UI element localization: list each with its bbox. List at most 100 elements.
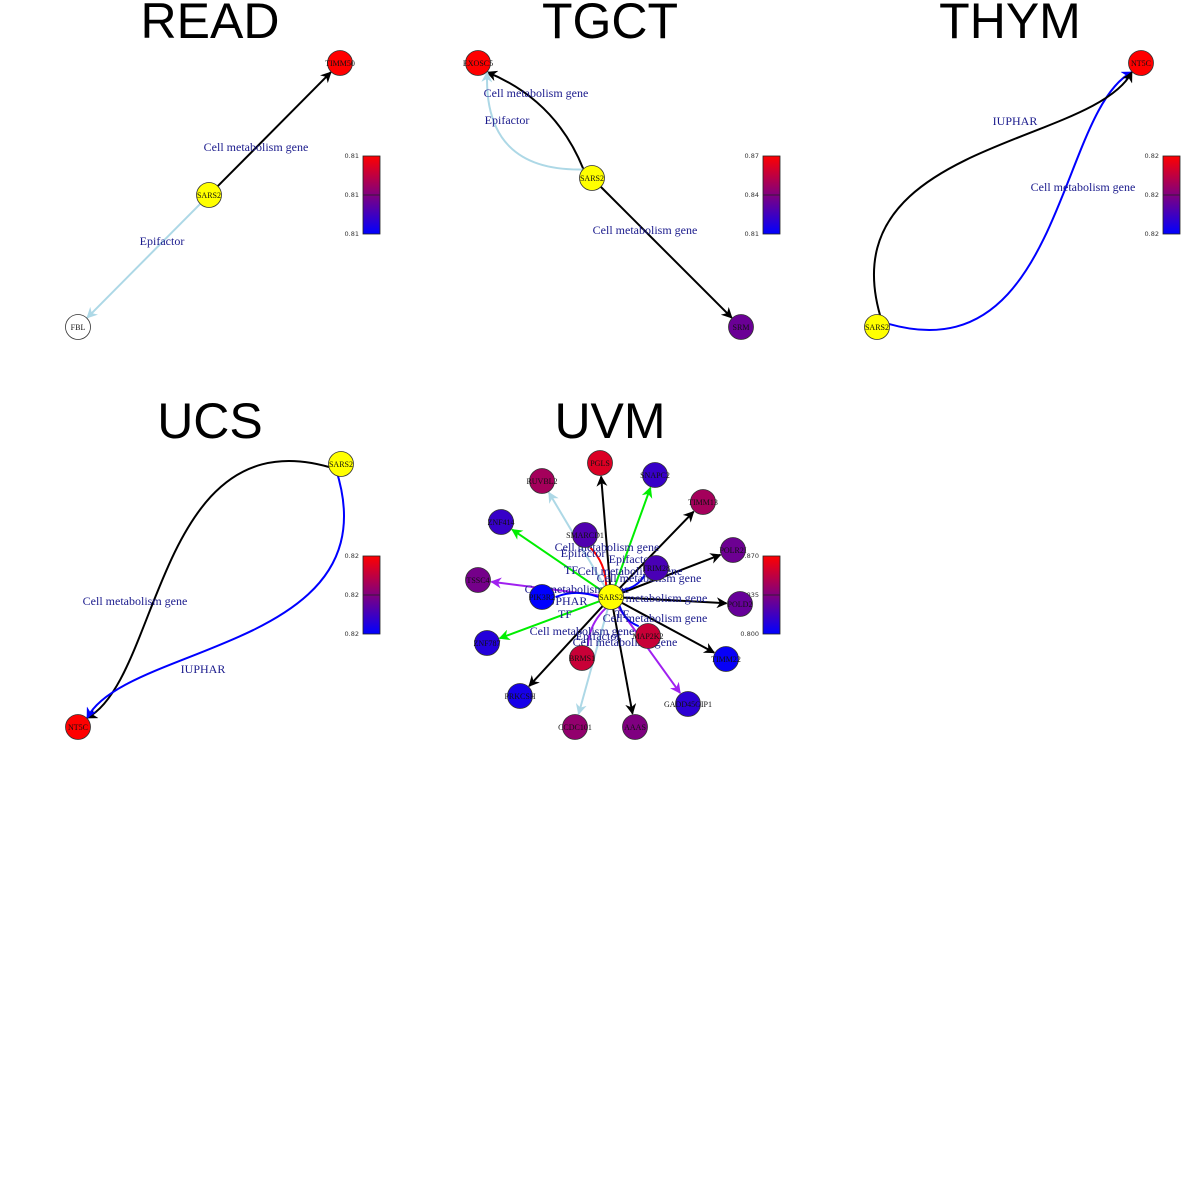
colorbar-tick-label: 0.81 <box>345 230 359 238</box>
edges <box>86 460 345 719</box>
edge-cell-metabolism-gene[interactable] <box>216 71 332 188</box>
node-circle[interactable] <box>713 646 739 672</box>
node-exosc5[interactable]: EXOSC5 <box>463 50 493 76</box>
edge-tf[interactable] <box>614 486 653 586</box>
node-circle[interactable] <box>572 522 598 548</box>
node-timm13[interactable]: TIMM13 <box>688 489 718 515</box>
node-label: SARS2 <box>197 191 221 200</box>
node-circle[interactable] <box>728 314 754 340</box>
node-circle[interactable] <box>598 584 624 610</box>
edge-iuphar[interactable] <box>618 605 640 628</box>
edge-cell-metabolism-gene[interactable] <box>623 596 728 609</box>
node-circle[interactable] <box>465 50 491 76</box>
node-snapc2[interactable]: SNAPC2 <box>640 462 670 488</box>
node-ccdc101[interactable]: CCDC101 <box>558 714 592 740</box>
edge-cell-metabolism-gene[interactable] <box>621 602 716 654</box>
edge-iuphar[interactable] <box>86 468 345 719</box>
node-circle[interactable] <box>720 537 746 563</box>
node-circle[interactable] <box>507 683 533 709</box>
node-znf787[interactable]: ZNF787 <box>473 630 501 656</box>
node-circle[interactable] <box>1128 50 1154 76</box>
edge-cell-metabolism-gene[interactable] <box>528 605 604 687</box>
node-circle[interactable] <box>196 182 222 208</box>
node-label: ZNF414 <box>487 518 514 527</box>
node-circle[interactable] <box>579 165 605 191</box>
panel-title: TGCT <box>542 0 678 49</box>
edge-kinase[interactable] <box>586 607 607 646</box>
node-circle[interactable] <box>864 314 890 340</box>
edge-cell-metabolism-gene[interactable] <box>596 475 611 585</box>
node-map2k2[interactable]: MAP2K2 <box>632 623 664 649</box>
node-circle[interactable] <box>675 691 701 717</box>
node-pik3r2[interactable]: PIK3R2 <box>529 584 555 610</box>
node-timm50[interactable]: TIMM50 <box>325 50 355 76</box>
edge-other[interactable] <box>589 546 608 586</box>
node-circle[interactable] <box>562 714 588 740</box>
node-sars2[interactable]: SARS2 <box>598 584 624 610</box>
node-circle[interactable] <box>587 450 613 476</box>
node-circle[interactable] <box>488 509 514 535</box>
node-srm[interactable]: SRM <box>728 314 754 340</box>
node-circle[interactable] <box>727 591 753 617</box>
edge-cell-metabolism-gene[interactable] <box>873 71 1133 323</box>
node-label: AAAS <box>624 723 646 732</box>
node-prkcsh[interactable]: PRKCSH <box>504 683 536 709</box>
edge-epifactor[interactable] <box>481 71 584 171</box>
edge-cell-metabolism-gene[interactable] <box>86 460 337 719</box>
edge-cell-metabolism-gene[interactable] <box>486 70 585 170</box>
node-sars2[interactable]: SARS2 <box>579 165 605 191</box>
edges <box>86 71 332 319</box>
node-znf414[interactable]: ZNF414 <box>487 509 515 535</box>
node-nt5c[interactable]: NT5C <box>1128 50 1154 76</box>
node-fbl[interactable]: FBL <box>65 314 91 340</box>
node-aaas[interactable]: AAAS <box>622 714 648 740</box>
edge-cell-metabolism-gene[interactable] <box>622 553 722 594</box>
edge-cell-metabolism-gene[interactable] <box>618 510 695 589</box>
edge-iuphar[interactable] <box>881 71 1133 331</box>
edge-kinase[interactable] <box>617 606 681 694</box>
node-circle[interactable] <box>465 567 491 593</box>
node-circle[interactable] <box>327 50 353 76</box>
edge-tf[interactable] <box>511 528 602 591</box>
node-sars2[interactable]: SARS2 <box>196 182 222 208</box>
node-sars2[interactable]: SARS2 <box>864 314 890 340</box>
node-label: POLD2 <box>728 600 753 609</box>
node-label: GADD45GIP1 <box>664 700 712 709</box>
edge-iuphar[interactable] <box>555 591 599 598</box>
node-pold2[interactable]: POLD2 <box>727 591 753 617</box>
node-circle[interactable] <box>643 555 669 581</box>
edge-cell-metabolism-gene[interactable] <box>599 185 733 319</box>
node-label: TIMM50 <box>325 59 355 68</box>
node-circle[interactable] <box>622 714 648 740</box>
node-gadd45gip1[interactable]: GADD45GIP1 <box>664 691 712 717</box>
node-sars2[interactable]: SARS2 <box>328 451 354 477</box>
edge-iuphar[interactable] <box>621 574 646 592</box>
node-circle[interactable] <box>529 468 555 494</box>
edge-epifactor[interactable] <box>86 202 202 319</box>
node-timm22[interactable]: TIMM22 <box>711 646 741 672</box>
node-circle[interactable] <box>65 314 91 340</box>
edge-label: Cell metabolism gene <box>1031 180 1136 194</box>
node-tssc4[interactable]: TSSC4 <box>465 567 491 593</box>
edge-tf[interactable] <box>498 600 600 641</box>
node-pgls[interactable]: PGLS <box>587 450 613 476</box>
node-circle[interactable] <box>642 462 668 488</box>
node-circle[interactable] <box>569 645 595 671</box>
node-circle[interactable] <box>635 623 661 649</box>
node-label: TIMM13 <box>688 498 718 507</box>
node-smarcd1[interactable]: SMARCD1 <box>566 522 604 548</box>
node-circle[interactable] <box>690 489 716 515</box>
node-ruvbl2[interactable]: RUVBL2 <box>526 468 558 494</box>
node-nt5c[interactable]: NT5C <box>65 714 91 740</box>
node-circle[interactable] <box>65 714 91 740</box>
node-trim28[interactable]: TRIM28 <box>642 555 670 581</box>
edge-label: Epifactor <box>576 629 621 643</box>
node-circle[interactable] <box>328 451 354 477</box>
node-brms1[interactable]: BRMS1 <box>569 645 595 671</box>
edge-cell-metabolism-gene[interactable] <box>612 609 637 715</box>
node-circle[interactable] <box>529 584 555 610</box>
node-circle[interactable] <box>474 630 500 656</box>
node-polr2i[interactable]: POLR2I <box>719 537 747 563</box>
